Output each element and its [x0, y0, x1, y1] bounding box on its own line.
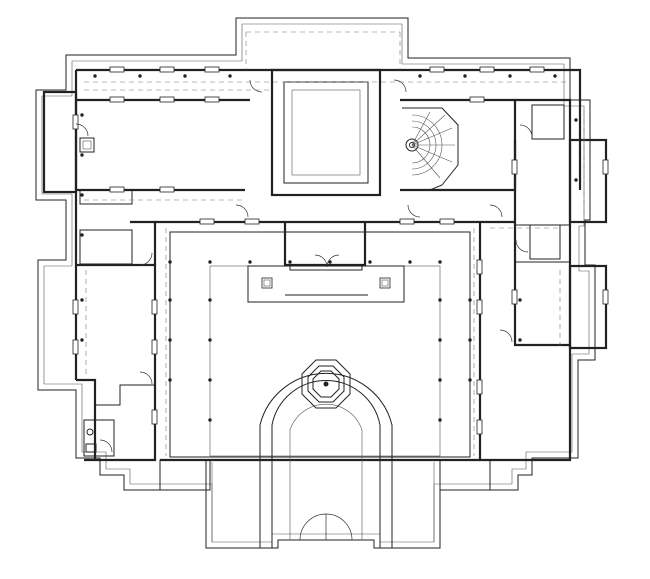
column-dot [328, 260, 332, 264]
column-dot [80, 338, 84, 342]
column-dot [438, 260, 442, 264]
column-dot [468, 338, 472, 342]
restroom-block-mid [79, 229, 133, 265]
column-dot [574, 178, 578, 182]
column-dot [93, 74, 97, 78]
spiral-staircase [402, 107, 459, 191]
column-dot [80, 298, 84, 302]
column-dot [438, 418, 442, 422]
column-dot [468, 378, 472, 382]
main-entrance-door [299, 513, 353, 541]
restroom-block-upper [79, 189, 133, 205]
column-dot [438, 378, 442, 382]
column-dot [138, 74, 142, 78]
north-court [270, 68, 382, 197]
column-dot [368, 260, 372, 264]
column-dot [518, 298, 522, 302]
windows [72, 66, 609, 435]
column-dot [468, 298, 472, 302]
octagonal-fountain [301, 359, 351, 409]
column-dot [208, 338, 212, 342]
column-dot [168, 338, 172, 342]
column-dot [228, 74, 232, 78]
right-bay-room-upper [568, 138, 608, 224]
column-dot [208, 298, 212, 302]
restroom-block-right-upper [531, 104, 565, 140]
column-dot [208, 418, 212, 422]
column-dot [168, 378, 172, 382]
right-bay-room-lower [568, 264, 608, 350]
column-dot [553, 74, 557, 78]
columns [80, 74, 578, 422]
great-hall [169, 231, 471, 458]
column-dot [288, 260, 292, 264]
column-dot [80, 193, 84, 197]
restroom-block-right-lower [529, 224, 561, 260]
interior-doors [75, 79, 533, 453]
column-dot [408, 260, 412, 264]
restroom-block-lower [83, 419, 115, 457]
column-dot [80, 153, 84, 157]
column-dot [574, 118, 578, 122]
ceiling-lines [84, 31, 585, 456]
left-bay-room [42, 90, 78, 194]
column-dot [183, 74, 187, 78]
column-dot [518, 338, 522, 342]
rotunda [259, 359, 393, 548]
column-dot [508, 74, 512, 78]
column-dot [418, 74, 422, 78]
column-dot [208, 260, 212, 264]
column-dot [463, 74, 467, 78]
column-dot [438, 338, 442, 342]
column-dot [80, 233, 84, 237]
column-dot [80, 113, 84, 117]
fireplace [79, 137, 95, 153]
column-dot [248, 260, 252, 264]
column-dot [168, 298, 172, 302]
south-portico [159, 459, 491, 549]
main-building-walls [42, 68, 608, 462]
column-dot [208, 378, 212, 382]
column-dot [168, 260, 172, 264]
column-dot [438, 298, 442, 302]
toilet-fixture [85, 428, 97, 453]
